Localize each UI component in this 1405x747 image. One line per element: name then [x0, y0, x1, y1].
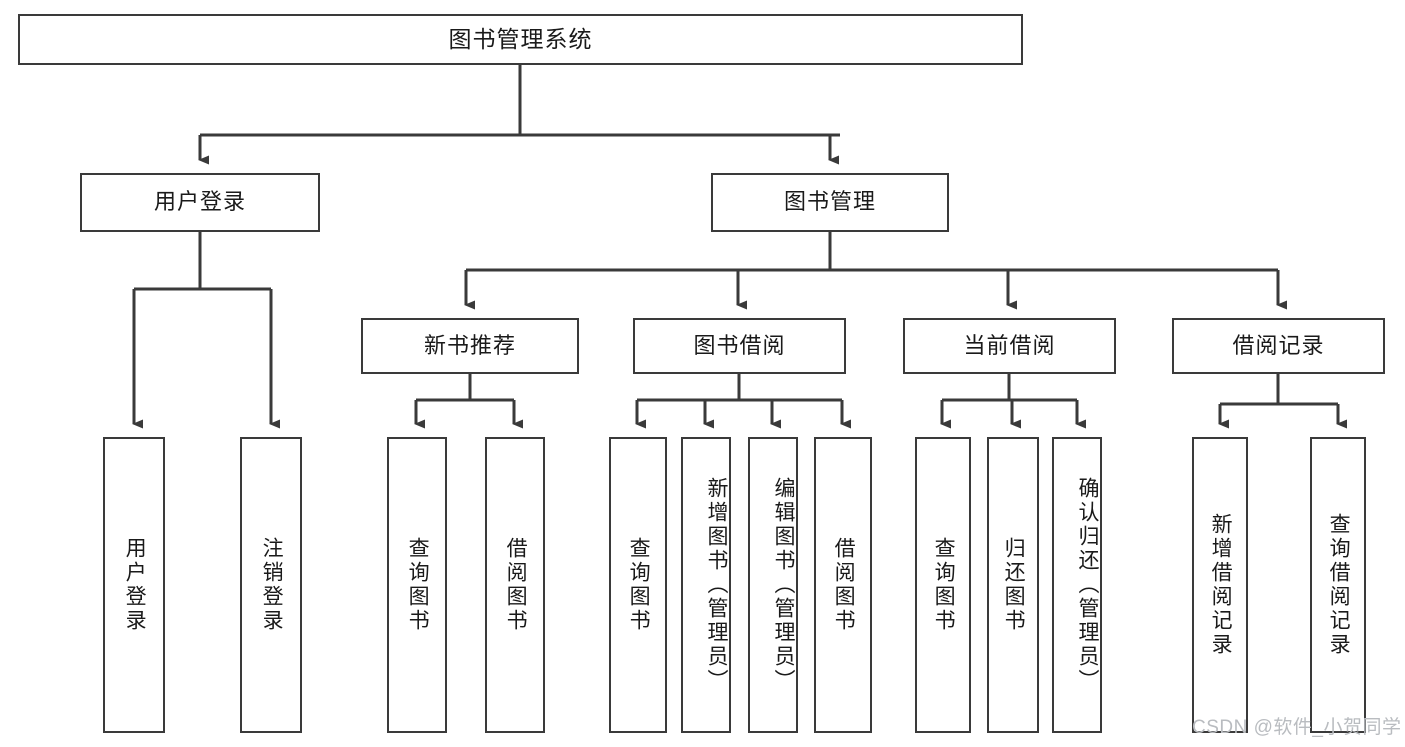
- leaf-return-book[interactable]: 归还图书: [987, 437, 1039, 733]
- leaf-user-login[interactable]: 用户登录: [103, 437, 165, 733]
- node-root[interactable]: 图书管理系统: [18, 14, 1023, 65]
- leaf-edit-book-admin[interactable]: 编辑图书（管理员）: [748, 437, 798, 733]
- node-new-book-recommend-label: 新书推荐: [423, 332, 516, 358]
- leaf-borrow-book-1-label: 借阅图书: [504, 537, 528, 633]
- node-current-borrow-label: 当前借阅: [963, 332, 1056, 358]
- leaf-confirm-return-admin-label: 确认归还（管理员）: [1076, 477, 1099, 693]
- leaf-return-book-label: 归还图书: [1002, 537, 1026, 633]
- node-user-login[interactable]: 用户登录: [80, 173, 320, 232]
- node-book-manage-label: 图书管理: [783, 189, 876, 215]
- leaf-query-book-2[interactable]: 查询图书: [609, 437, 667, 733]
- leaf-logout-label: 注销登录: [260, 537, 284, 633]
- leaf-query-book-3-label: 查询图书: [932, 537, 956, 633]
- leaf-query-book-2-label: 查询图书: [627, 537, 651, 633]
- leaf-query-book-3[interactable]: 查询图书: [915, 437, 971, 733]
- node-user-login-label: 用户登录: [153, 189, 246, 215]
- leaf-add-borrow-record-label: 新增借阅记录: [1209, 513, 1233, 657]
- leaf-query-borrow-record[interactable]: 查询借阅记录: [1310, 437, 1366, 733]
- leaf-logout[interactable]: 注销登录: [240, 437, 302, 733]
- node-book-manage[interactable]: 图书管理: [711, 173, 949, 232]
- leaf-borrow-book-1[interactable]: 借阅图书: [485, 437, 545, 733]
- leaf-add-book-admin[interactable]: 新增图书（管理员）: [681, 437, 731, 733]
- node-borrow-record[interactable]: 借阅记录: [1172, 318, 1385, 374]
- node-root-label: 图书管理系统: [448, 25, 593, 52]
- csdn-watermark: CSDN @软件_小贺同学: [1192, 717, 1402, 738]
- leaf-query-book-1[interactable]: 查询图书: [387, 437, 447, 733]
- leaf-add-book-admin-label: 新增图书（管理员）: [705, 477, 728, 693]
- leaf-borrow-book-2[interactable]: 借阅图书: [814, 437, 872, 733]
- leaf-user-login-label: 用户登录: [123, 537, 147, 633]
- leaf-borrow-book-2-label: 借阅图书: [832, 537, 856, 633]
- leaf-query-borrow-record-label: 查询借阅记录: [1327, 513, 1351, 657]
- leaf-add-borrow-record[interactable]: 新增借阅记录: [1192, 437, 1248, 733]
- leaf-edit-book-admin-label: 编辑图书（管理员）: [772, 477, 795, 693]
- node-book-borrow-label: 图书借阅: [693, 332, 786, 358]
- node-book-borrow[interactable]: 图书借阅: [633, 318, 846, 374]
- node-new-book-recommend[interactable]: 新书推荐: [361, 318, 579, 374]
- node-current-borrow[interactable]: 当前借阅: [903, 318, 1116, 374]
- leaf-query-book-1-label: 查询图书: [406, 537, 430, 633]
- node-borrow-record-label: 借阅记录: [1232, 332, 1325, 358]
- leaf-confirm-return-admin[interactable]: 确认归还（管理员）: [1052, 437, 1102, 733]
